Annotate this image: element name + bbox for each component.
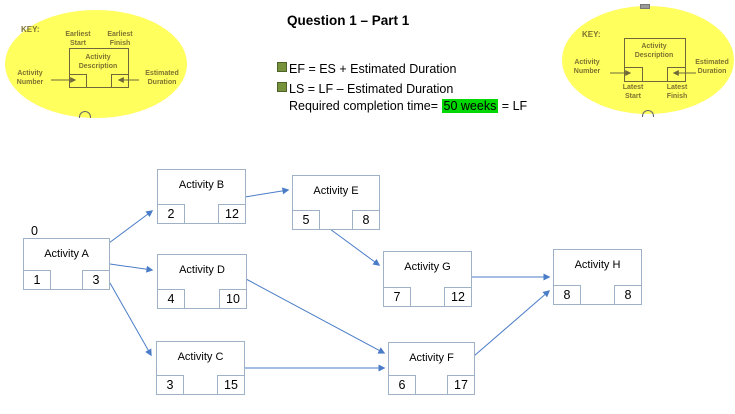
key-duration-square: [667, 67, 686, 82]
circle-marker: [642, 110, 654, 117]
latest-start-label: Latest Start: [622, 84, 644, 100]
key-activity-box: [624, 38, 686, 82]
activity-duration: 15: [217, 375, 245, 395]
estimated-duration-label: Estimated Duration: [145, 70, 179, 86]
bullet-icon: [277, 62, 287, 72]
activity-number-label: Activity Number: [573, 59, 601, 75]
activity-node-a: 0 Activity A 1 3: [23, 224, 110, 290]
latest-finish-label: Latest Finish: [666, 84, 688, 100]
activity-name: Activity F: [409, 352, 454, 364]
activity-number: 5: [292, 210, 320, 230]
activity-duration: 3: [82, 270, 110, 290]
activity-number: 6: [388, 375, 416, 395]
activity-number: 3: [156, 375, 184, 395]
ef-formula-line: EF = ES + Estimated Duration: [277, 62, 456, 76]
ef-formula-text: EF = ES + Estimated Duration: [289, 62, 457, 76]
activity-duration: 8: [352, 210, 380, 230]
activity-duration: 12: [444, 287, 472, 307]
required-suffix: = LF: [498, 99, 528, 113]
activity-node-f: Activity F 6 17: [388, 342, 475, 395]
handle-marker: [640, 4, 650, 9]
earliest-start-label: Earliest Start: [65, 31, 91, 47]
activity-description-label: Activity Description: [78, 54, 118, 70]
activity-node-h: Activity H 8 8: [553, 249, 642, 305]
activity-node-g: Activity G 7 12: [383, 251, 472, 307]
activity-name: Activity G: [404, 261, 451, 273]
activity-node-b: Activity B 2 12: [157, 169, 246, 224]
key-legend-latest: KEY: Activity Description Activity Numbe…: [562, 4, 734, 117]
key-legend-earliest: KEY: Earliest Start Earliest Finish Acti…: [5, 10, 187, 118]
edge-f-h: [473, 290, 551, 357]
activity-name: Activity D: [179, 264, 225, 276]
key-number-square: [624, 67, 643, 82]
earliest-start-value: 0: [31, 224, 38, 238]
activity-duration: 12: [218, 204, 246, 224]
key-activity-box: [69, 48, 129, 88]
edge-a-c: [109, 282, 152, 357]
required-prefix: Required completion time=: [289, 99, 442, 113]
key-number-square: [69, 74, 87, 88]
circle-marker: [79, 111, 91, 118]
activity-duration: 17: [447, 375, 475, 395]
activity-node-c: Activity C 3 15: [156, 341, 245, 395]
edge-a-d: [109, 263, 154, 273]
earliest-finish-label: Earliest Finish: [107, 31, 133, 47]
activity-name: Activity C: [177, 351, 224, 363]
edge-e-g: [329, 228, 381, 266]
activity-number: 2: [157, 204, 185, 224]
page-title: Question 1 – Part 1: [287, 13, 410, 28]
activity-name: Activity B: [178, 179, 225, 191]
activity-duration: 8: [614, 285, 642, 305]
ls-formula-text: LS = LF – Estimated Duration: [289, 82, 454, 96]
activity-number-label: Activity Number: [16, 70, 44, 86]
required-highlight: 50 weeks: [441, 99, 499, 113]
estimated-duration-label: Estimated Duration: [695, 59, 729, 75]
activity-name: Activity A: [44, 248, 89, 260]
activity-number: 8: [553, 285, 581, 305]
required-completion-line: Required completion time= 50 weeks = LF: [289, 99, 527, 113]
key-label: KEY:: [582, 30, 601, 39]
key-duration-square: [111, 74, 129, 88]
activity-number: 1: [23, 270, 51, 290]
edge-d-f: [245, 278, 386, 354]
activity-name: Activity E: [313, 185, 359, 197]
ls-formula-line: LS = LF – Estimated Duration: [277, 82, 453, 96]
activity-duration: 10: [219, 289, 247, 309]
activity-description-label: Activity Description: [634, 43, 674, 59]
activity-node-d: Activity D 4 10: [157, 254, 247, 309]
key-label: KEY:: [21, 25, 40, 34]
activity-name: Activity H: [574, 259, 621, 271]
activity-number: 4: [157, 289, 185, 309]
activity-node-e: Activity E 5 8: [292, 175, 380, 230]
bullet-icon: [277, 82, 287, 92]
activity-number: 7: [383, 287, 411, 307]
edge-a-b: [108, 210, 154, 244]
edge-b-e: [244, 187, 290, 198]
